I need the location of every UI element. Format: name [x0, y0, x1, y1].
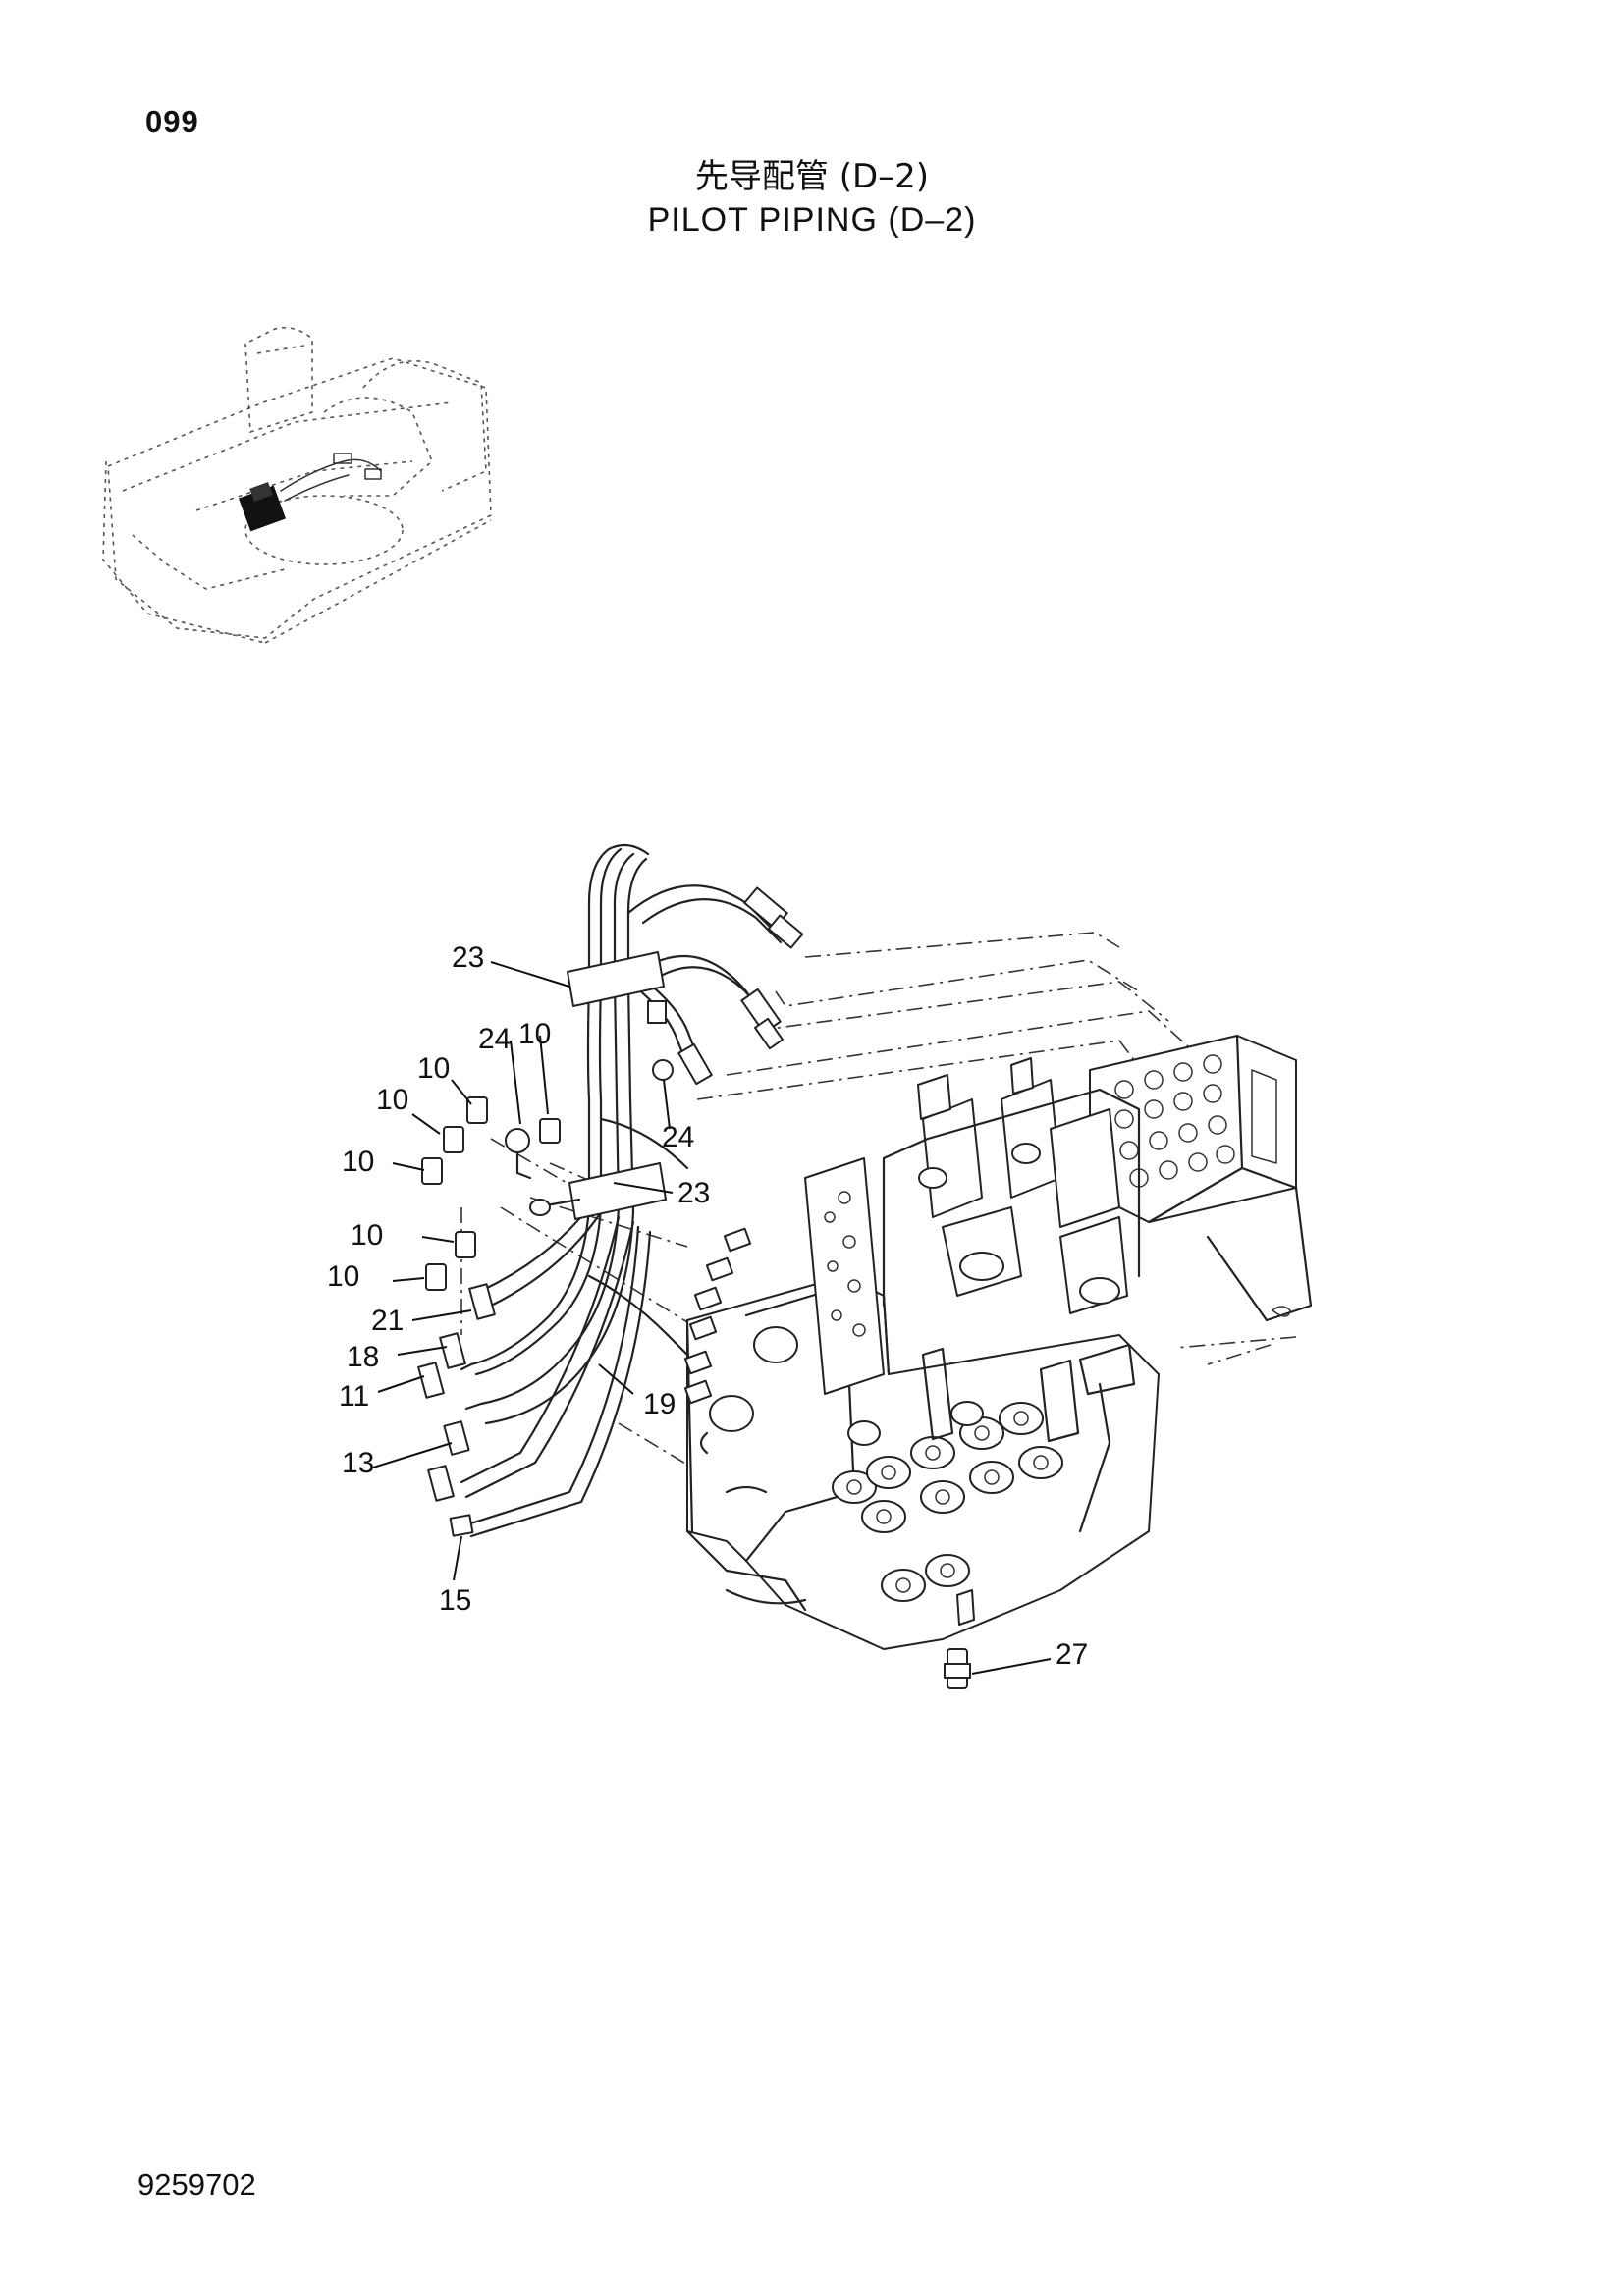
callout-24-left: 24	[478, 1023, 511, 1055]
fittings	[421, 1059, 971, 1689]
callout-23-top: 23	[452, 941, 484, 974]
title-english: PILOT PIPING (D–2)	[647, 201, 977, 239]
callout-27: 27	[1056, 1638, 1088, 1671]
page-number: 099	[145, 104, 199, 138]
control-valve-body	[683, 1057, 1160, 1650]
pilot-hose-bundle	[417, 843, 804, 1538]
pilot-piping-assembly-drawing: 23 24 10 10 10 10 10 10 10 24 23 21 18 1…	[327, 843, 1313, 1689]
callout-18: 18	[347, 1341, 379, 1373]
callout-numbers: 23 24 10 10 10 10 10 10 10 24 23 21 18 1…	[327, 941, 1088, 1671]
pilot-block	[1089, 1034, 1313, 1322]
callout-10-a: 10	[518, 1018, 551, 1050]
callout-15: 15	[439, 1584, 471, 1617]
callout-23-middle: 23	[677, 1177, 710, 1209]
callout-10-d: 10	[342, 1146, 374, 1178]
callout-leaders	[372, 961, 1052, 1675]
callout-10-b: 10	[417, 1052, 450, 1085]
callout-11: 11	[339, 1380, 369, 1413]
callout-13: 13	[342, 1447, 374, 1479]
callout-21: 21	[371, 1305, 404, 1337]
machine-locator-drawing	[102, 326, 492, 644]
callout-10-f: 10	[327, 1260, 359, 1293]
document-number: 9259702	[137, 2167, 256, 2202]
callout-10-c: 10	[376, 1084, 408, 1116]
callout-19: 19	[643, 1388, 676, 1420]
callout-10-e: 10	[351, 1219, 383, 1252]
title-chinese: 先导配管 (D–2)	[694, 157, 930, 196]
callout-24-right: 24	[662, 1121, 694, 1153]
